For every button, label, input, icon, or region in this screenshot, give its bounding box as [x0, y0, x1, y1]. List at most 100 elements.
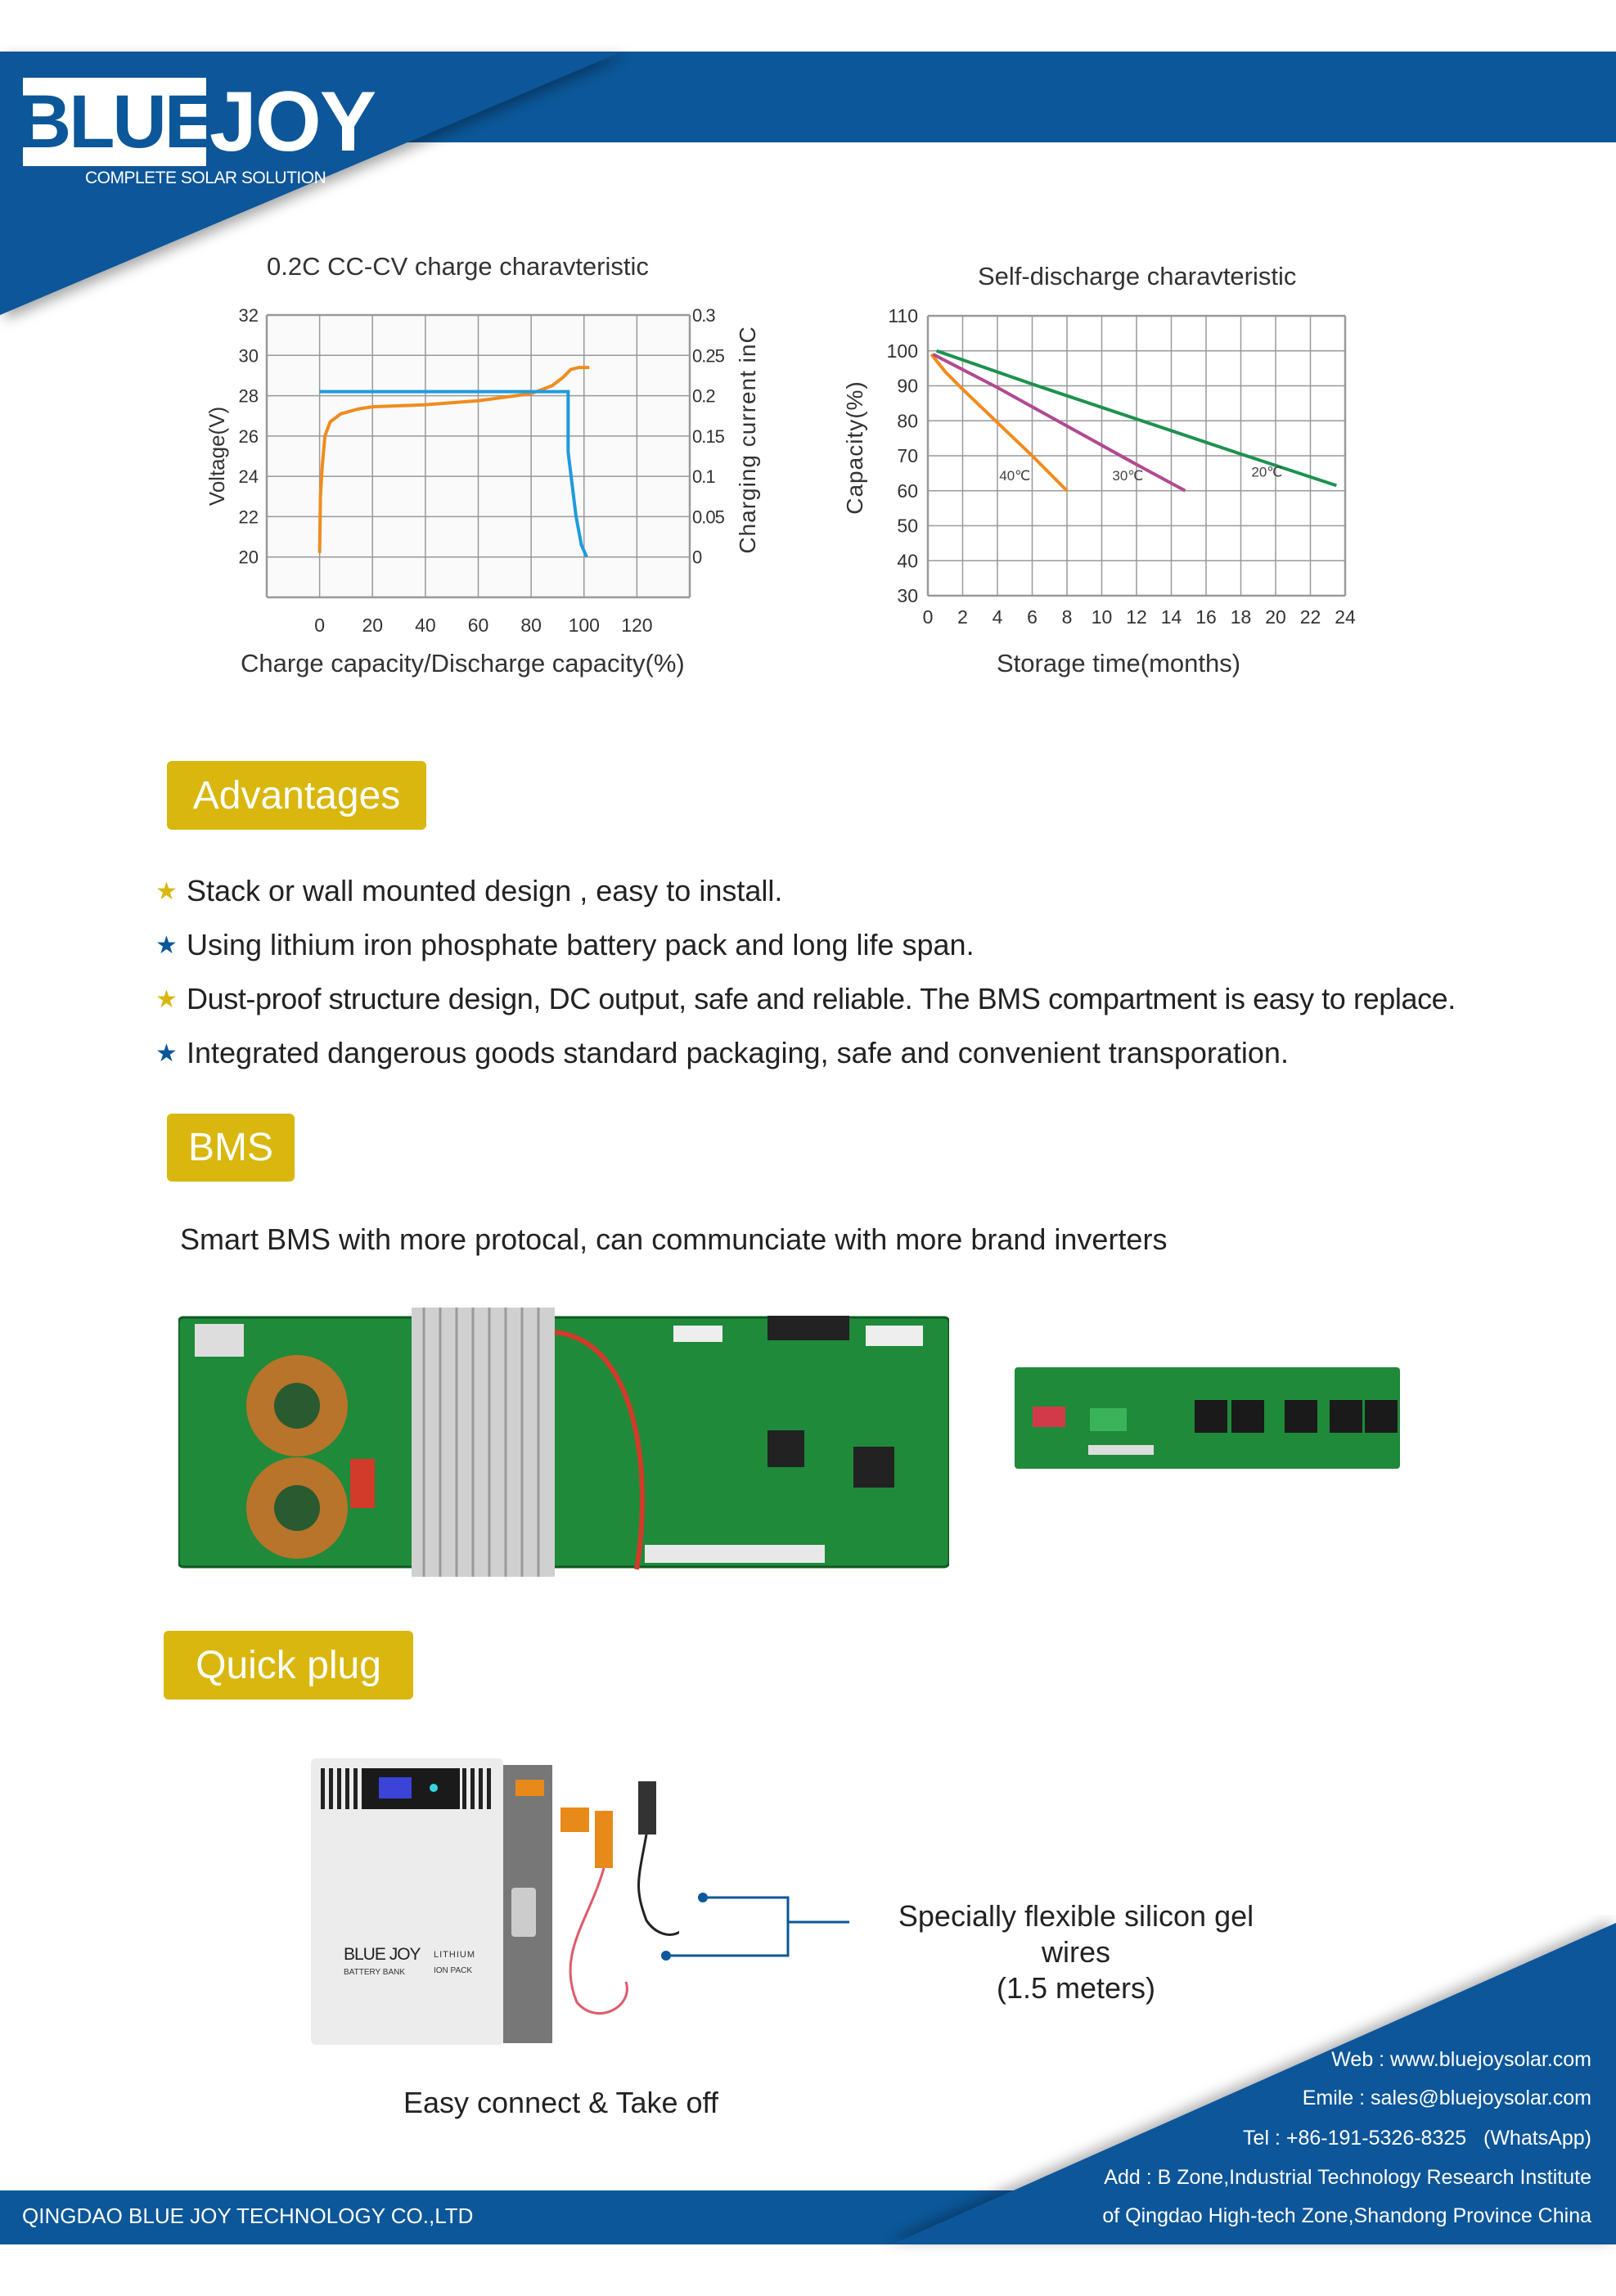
x-tick-label: 120	[621, 615, 652, 636]
x-tick-label: 24	[1335, 606, 1356, 628]
battery-sub1: BATTERY BANK	[344, 1968, 406, 1977]
advantage-text: Dust-proof structure design, DC output, …	[187, 982, 1456, 1015]
star-icon: ★	[155, 985, 178, 1013]
y-tick-label: 70	[897, 445, 918, 466]
y-tick-label: 80	[897, 410, 918, 431]
series-label: 40℃	[999, 468, 1030, 484]
wires-description: Specially flexible silicon gel wires (1.…	[867, 1898, 1285, 2006]
chart-charge-title: 0.2C CC-CV charge charavteristic	[267, 252, 649, 281]
x-tick-label: 20	[362, 615, 383, 636]
advantages-badge: Advantages	[167, 761, 426, 830]
y-tick-label: 30	[239, 345, 259, 366]
x-tick-label: 6	[1027, 606, 1038, 628]
footer-triangle	[892, 1923, 1616, 2244]
star-icon: ★	[155, 931, 178, 959]
battery-sub2: LITHIUM	[434, 1950, 475, 1960]
bms-main-board-image	[178, 1308, 949, 1577]
x-tick-label: 60	[468, 615, 489, 636]
chart-charge-xlabel: Charge capacity/Discharge capacity(%)	[241, 649, 685, 678]
advantage-text: Integrated dangerous goods standard pack…	[187, 1036, 1289, 1069]
quick-plug-caption: Easy connect & Take off	[403, 2086, 718, 2119]
battery-sub3: ION PACK	[434, 1966, 473, 1975]
y-tick-label: 20	[239, 547, 259, 568]
logo-tagline: COMPLETE SOLAR SOLUTION	[85, 169, 326, 187]
wires-callout-bracket	[661, 1893, 849, 1961]
chart-selfdischarge-title: Self-discharge charavteristic	[978, 262, 1297, 290]
battery-brand: BLUE JOY	[344, 1945, 421, 1964]
x-tick-label: 100	[569, 615, 600, 636]
wires-line2: (1.5 meters)	[996, 1971, 1156, 2005]
y-axis-label: Voltage(V)	[205, 407, 229, 506]
footer-band	[0, 1923, 1616, 2244]
series-line-charging-current	[319, 389, 588, 558]
star-icon: ★	[155, 1039, 178, 1067]
quick-plug-title: Quick plug	[196, 1643, 381, 1687]
logo: BLUE JOY	[17, 74, 376, 169]
y-tick-label: 24	[239, 466, 259, 487]
bms-description: Smart BMS with more protocal, can commun…	[180, 1222, 1168, 1256]
wires-line1: Specially flexible silicon gel wires	[898, 1899, 1254, 1969]
y2-tick-label: 0.3	[692, 305, 715, 326]
y-tick-label: 100	[887, 340, 918, 362]
y2-tick-label: 0.1	[692, 466, 715, 487]
y-tick-label: 90	[897, 376, 918, 397]
x-tick-label: 12	[1126, 606, 1147, 628]
y2-tick-label: 0.15	[692, 426, 725, 447]
footer-address-line1: Add : B Zone,Industrial Technology Resea…	[1104, 2166, 1591, 2189]
y-tick-label: 32	[239, 305, 259, 326]
series-line-40℃	[930, 353, 1069, 493]
y2-tick-label: 0.05	[692, 506, 725, 527]
x-tick-label: 22	[1300, 606, 1321, 628]
advantages-title: Advantages	[192, 773, 401, 817]
y2-axis-label: Charging current inC	[735, 326, 760, 553]
x-tick-label: 0	[923, 606, 934, 628]
logo-joy-text: JOY	[209, 74, 376, 169]
series-line-20℃	[935, 349, 1338, 488]
series-label: 30℃	[1112, 468, 1143, 484]
advantage-item: ★ Integrated dangerous goods standard pa…	[155, 1036, 1289, 1070]
quick-plug-badge: Quick plug	[164, 1631, 413, 1699]
x-tick-label: 20	[1265, 606, 1286, 628]
y-tick-label: 110	[888, 305, 918, 326]
footer-address-line2: of Qingdao High-tech Zone,Shandong Provi…	[1102, 2204, 1591, 2227]
footer-company: QINGDAO BLUE JOY TECHNOLOGY CO.,LTD	[22, 2204, 474, 2228]
y-tick-label: 40	[897, 550, 918, 571]
x-tick-label: 80	[520, 615, 542, 636]
bms-title: BMS	[187, 1126, 273, 1169]
advantage-item: ★ Using lithium iron phosphate battery p…	[155, 928, 975, 962]
bms-badge: BMS	[167, 1114, 295, 1182]
advantage-text: Stack or wall mounted design , easy to i…	[187, 874, 783, 907]
series-line-voltage	[317, 366, 590, 553]
series-line-30℃	[932, 353, 1186, 493]
x-tick-label: 18	[1231, 606, 1252, 628]
x-tick-label: 0	[314, 615, 325, 636]
y2-tick-label: 0.2	[692, 386, 715, 407]
chart-selfdischarge-xlabel: Storage time(months)	[997, 649, 1241, 678]
y-tick-label: 28	[239, 386, 259, 407]
x-tick-label: 2	[957, 606, 968, 628]
series-label: 20℃	[1251, 465, 1282, 480]
star-icon: ★	[155, 877, 178, 905]
x-tick-label: 40	[415, 615, 436, 636]
footer-email: Emile : sales@bluejoysolar.com	[1302, 2087, 1591, 2109]
y-tick-label: 22	[239, 506, 259, 527]
y-axis-label: Capacity(%)	[842, 380, 867, 514]
charge-chart: 20 22 24 26 28 30 32 0 0.05 0.1 0.15 0.2 0.25 0.3 0 20 4…	[205, 305, 760, 636]
y-tick-label: 50	[897, 515, 918, 537]
bms-communication-board-image	[1015, 1367, 1400, 1469]
footer-tel: Tel : +86-191-5326-8325 (WhatsApp)	[1243, 2127, 1591, 2150]
y2-tick-label: 0	[692, 547, 702, 568]
battery-image: BLUE JOY BATTERY BANK LITHIUM ION PACK	[311, 1757, 679, 2051]
y2-tick-label: 0.25	[692, 345, 725, 366]
x-tick-label: 10	[1092, 606, 1113, 628]
advantage-text: Using lithium iron phosphate battery pac…	[187, 928, 975, 961]
footer-web: Web : www.bluejoysolar.com	[1331, 2048, 1591, 2071]
y-tick-label: 60	[897, 480, 918, 502]
x-tick-label: 4	[993, 606, 1003, 628]
x-tick-label: 14	[1161, 606, 1182, 628]
advantage-item: ★ Dust-proof structure design, DC output…	[155, 982, 1456, 1016]
x-tick-label: 8	[1062, 606, 1073, 628]
advantage-item: ★ Stack or wall mounted design , easy to…	[155, 874, 782, 908]
y-tick-label: 26	[239, 426, 259, 447]
